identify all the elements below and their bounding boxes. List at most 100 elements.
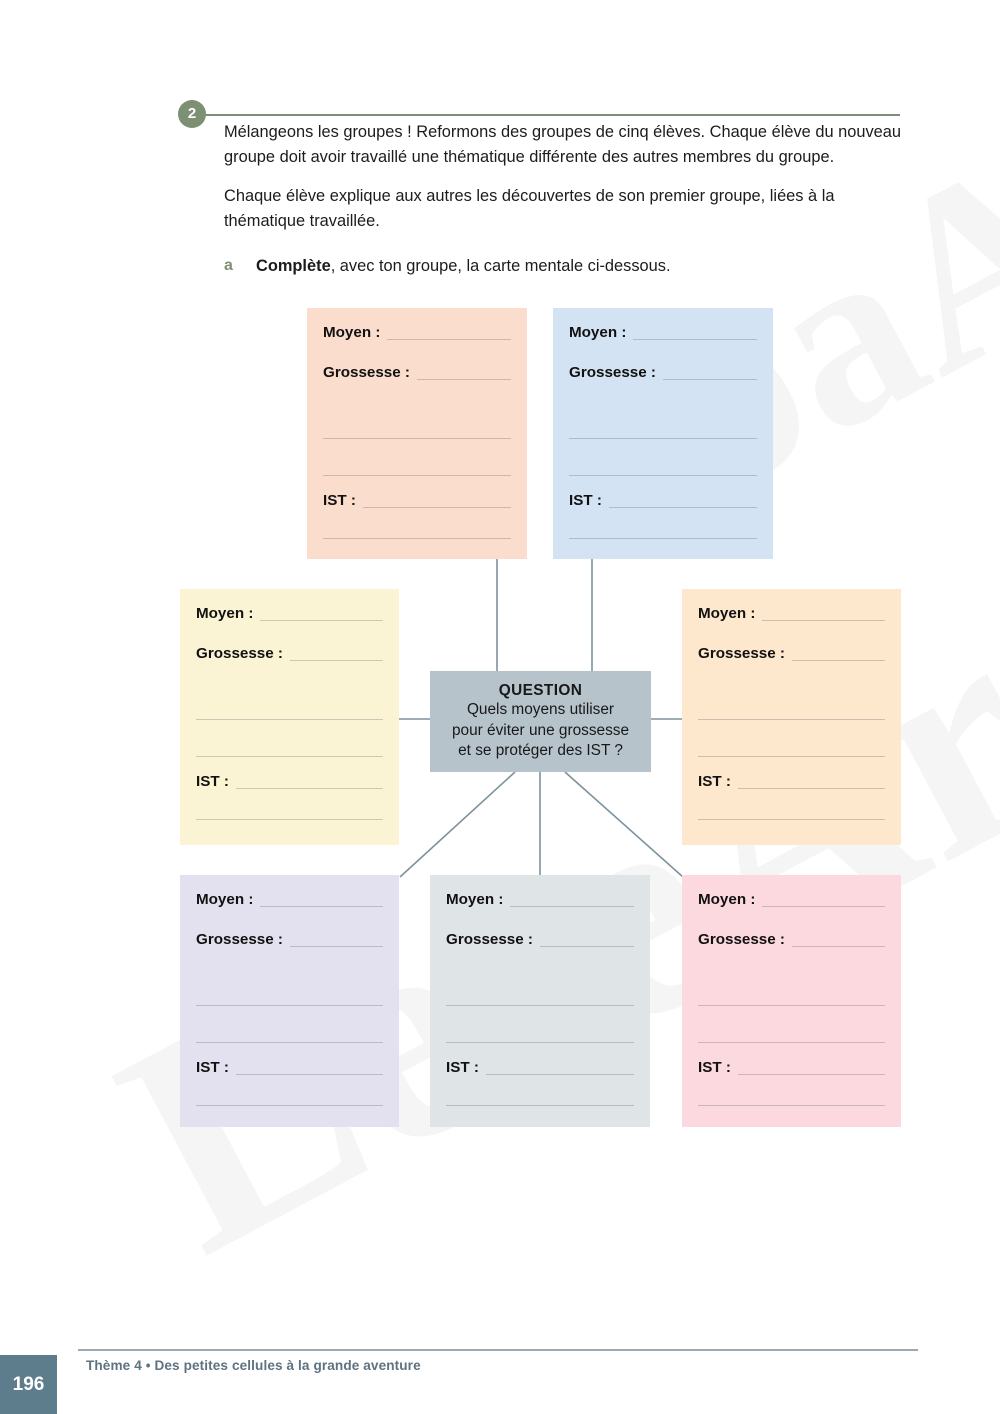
- card-writing-line[interactable]: [569, 475, 757, 476]
- card-writing-line[interactable]: [569, 438, 757, 439]
- card-writing-line[interactable]: [791, 660, 885, 661]
- card-row-grossesse: Grossesse :: [196, 643, 383, 683]
- exercise-number-badge: 2: [178, 100, 206, 128]
- mindmap-card-top-left[interactable]: Moyen : Grossesse : IST :: [307, 308, 527, 559]
- card-writing-line[interactable]: [196, 756, 383, 757]
- card-row-grossesse: Grossesse :: [569, 362, 757, 402]
- card-row-ist: IST :: [196, 1057, 383, 1097]
- card-writing-line[interactable]: [416, 379, 511, 380]
- card-label-grossesse: Grossesse :: [196, 645, 283, 662]
- card-writing-line[interactable]: [762, 620, 885, 621]
- card-label-ist: IST :: [698, 773, 731, 790]
- card-writing-line[interactable]: [791, 946, 885, 947]
- mindmap-card-middle-right[interactable]: Moyen : Grossesse : IST :: [682, 589, 901, 845]
- subitem-strong-label: Complète: [256, 256, 331, 275]
- card-writing-line[interactable]: [289, 946, 383, 947]
- card-writing-line[interactable]: [235, 1074, 383, 1075]
- card-writing-line[interactable]: [633, 339, 757, 340]
- exercise-subitem-a: a Complète, avec ton groupe, la carte men…: [224, 254, 902, 279]
- exercise-paragraph-2: Chaque élève explique aux autres les déc…: [224, 186, 835, 230]
- card-row-ist: IST :: [569, 490, 757, 530]
- page-number-badge: 196: [0, 1355, 57, 1414]
- card-writing-line[interactable]: [323, 438, 511, 439]
- card-writing-line[interactable]: [569, 538, 757, 539]
- footer-theme-text: Thème 4 • Des petites cellules à la gran…: [86, 1358, 421, 1373]
- card-writing-line[interactable]: [196, 1105, 383, 1106]
- exercise-paragraph-1: Mélangeons les groupes ! Reformons des g…: [224, 123, 902, 166]
- card-writing-line[interactable]: [698, 1005, 885, 1006]
- card-writing-line[interactable]: [196, 1042, 383, 1043]
- card-label-grossesse: Grossesse :: [698, 645, 785, 662]
- card-label-grossesse: Grossesse :: [569, 364, 656, 381]
- mindmap-card-bottom-left[interactable]: Moyen : Grossesse : IST :: [180, 875, 399, 1127]
- card-row-moyen: Moyen :: [196, 603, 383, 643]
- card-writing-line[interactable]: [196, 819, 383, 820]
- card-writing-line[interactable]: [485, 1074, 634, 1075]
- card-row-moyen: Moyen :: [446, 889, 634, 929]
- card-row-grossesse: Grossesse :: [323, 362, 511, 402]
- card-row-moyen: Moyen :: [569, 322, 757, 362]
- footer-divider: [78, 1349, 918, 1351]
- card-writing-line[interactable]: [235, 788, 383, 789]
- exercise-body: Mélangeons les groupes ! Reformons des g…: [224, 120, 902, 278]
- card-writing-line[interactable]: [446, 1042, 634, 1043]
- card-writing-line[interactable]: [698, 756, 885, 757]
- card-label-grossesse: Grossesse :: [698, 931, 785, 948]
- card-writing-line[interactable]: [698, 1105, 885, 1106]
- card-writing-line[interactable]: [323, 538, 511, 539]
- card-row-grossesse: Grossesse :: [698, 929, 885, 969]
- card-writing-line[interactable]: [698, 819, 885, 820]
- card-writing-line[interactable]: [323, 475, 511, 476]
- card-writing-line[interactable]: [260, 620, 383, 621]
- card-writing-line[interactable]: [608, 507, 757, 508]
- card-writing-line[interactable]: [196, 1005, 383, 1006]
- card-writing-line[interactable]: [737, 1074, 885, 1075]
- mindmap-card-bottom-right[interactable]: Moyen : Grossesse : IST :: [682, 875, 901, 1127]
- card-writing-line[interactable]: [446, 1105, 634, 1106]
- card-label-grossesse: Grossesse :: [196, 931, 283, 948]
- card-label-moyen: Moyen :: [323, 324, 381, 341]
- card-label-moyen: Moyen :: [698, 891, 756, 908]
- card-writing-line[interactable]: [289, 660, 383, 661]
- card-writing-line[interactable]: [662, 379, 757, 380]
- mindmap-center-question-node[interactable]: QUESTION Quels moyens utiliser pour évit…: [430, 671, 651, 772]
- card-label-moyen: Moyen :: [196, 891, 254, 908]
- card-row-grossesse: Grossesse :: [196, 929, 383, 969]
- mindmap-card-top-right[interactable]: Moyen : Grossesse : IST :: [553, 308, 773, 559]
- card-row-ist: IST :: [698, 771, 885, 811]
- card-writing-line[interactable]: [698, 719, 885, 720]
- card-label-grossesse: Grossesse :: [323, 364, 410, 381]
- card-label-ist: IST :: [323, 492, 356, 509]
- mindmap-card-bottom-center[interactable]: Moyen : Grossesse : IST :: [430, 875, 650, 1127]
- exercise-header-rule: [204, 114, 900, 116]
- card-writing-line[interactable]: [362, 507, 511, 508]
- card-writing-line[interactable]: [510, 906, 634, 907]
- card-row-grossesse: Grossesse :: [698, 643, 885, 683]
- card-row-moyen: Moyen :: [323, 322, 511, 362]
- card-row-ist: IST :: [446, 1057, 634, 1097]
- card-label-grossesse: Grossesse :: [446, 931, 533, 948]
- subitem-letter: a: [224, 256, 233, 274]
- card-writing-line[interactable]: [698, 1042, 885, 1043]
- question-node-line-3: et se protéger des IST ?: [458, 742, 623, 760]
- question-node-line-2: pour éviter une grossesse: [451, 721, 630, 739]
- card-label-moyen: Moyen :: [446, 891, 504, 908]
- card-writing-line[interactable]: [387, 339, 511, 340]
- card-label-moyen: Moyen :: [569, 324, 627, 341]
- card-label-moyen: Moyen :: [698, 605, 756, 622]
- subitem-rest-label: , avec ton groupe, la carte mentale ci-d…: [330, 256, 671, 275]
- card-label-ist: IST :: [446, 1059, 479, 1076]
- card-writing-line[interactable]: [762, 906, 885, 907]
- card-row-grossesse: Grossesse :: [446, 929, 634, 969]
- mindmap-card-middle-left[interactable]: Moyen : Grossesse : IST :: [180, 589, 399, 845]
- card-writing-line[interactable]: [737, 788, 885, 789]
- card-writing-line[interactable]: [260, 906, 383, 907]
- card-writing-line[interactable]: [196, 719, 383, 720]
- card-writing-line[interactable]: [539, 946, 634, 947]
- card-writing-line[interactable]: [446, 1005, 634, 1006]
- card-row-ist: IST :: [698, 1057, 885, 1097]
- card-label-moyen: Moyen :: [196, 605, 254, 622]
- card-label-ist: IST :: [698, 1059, 731, 1076]
